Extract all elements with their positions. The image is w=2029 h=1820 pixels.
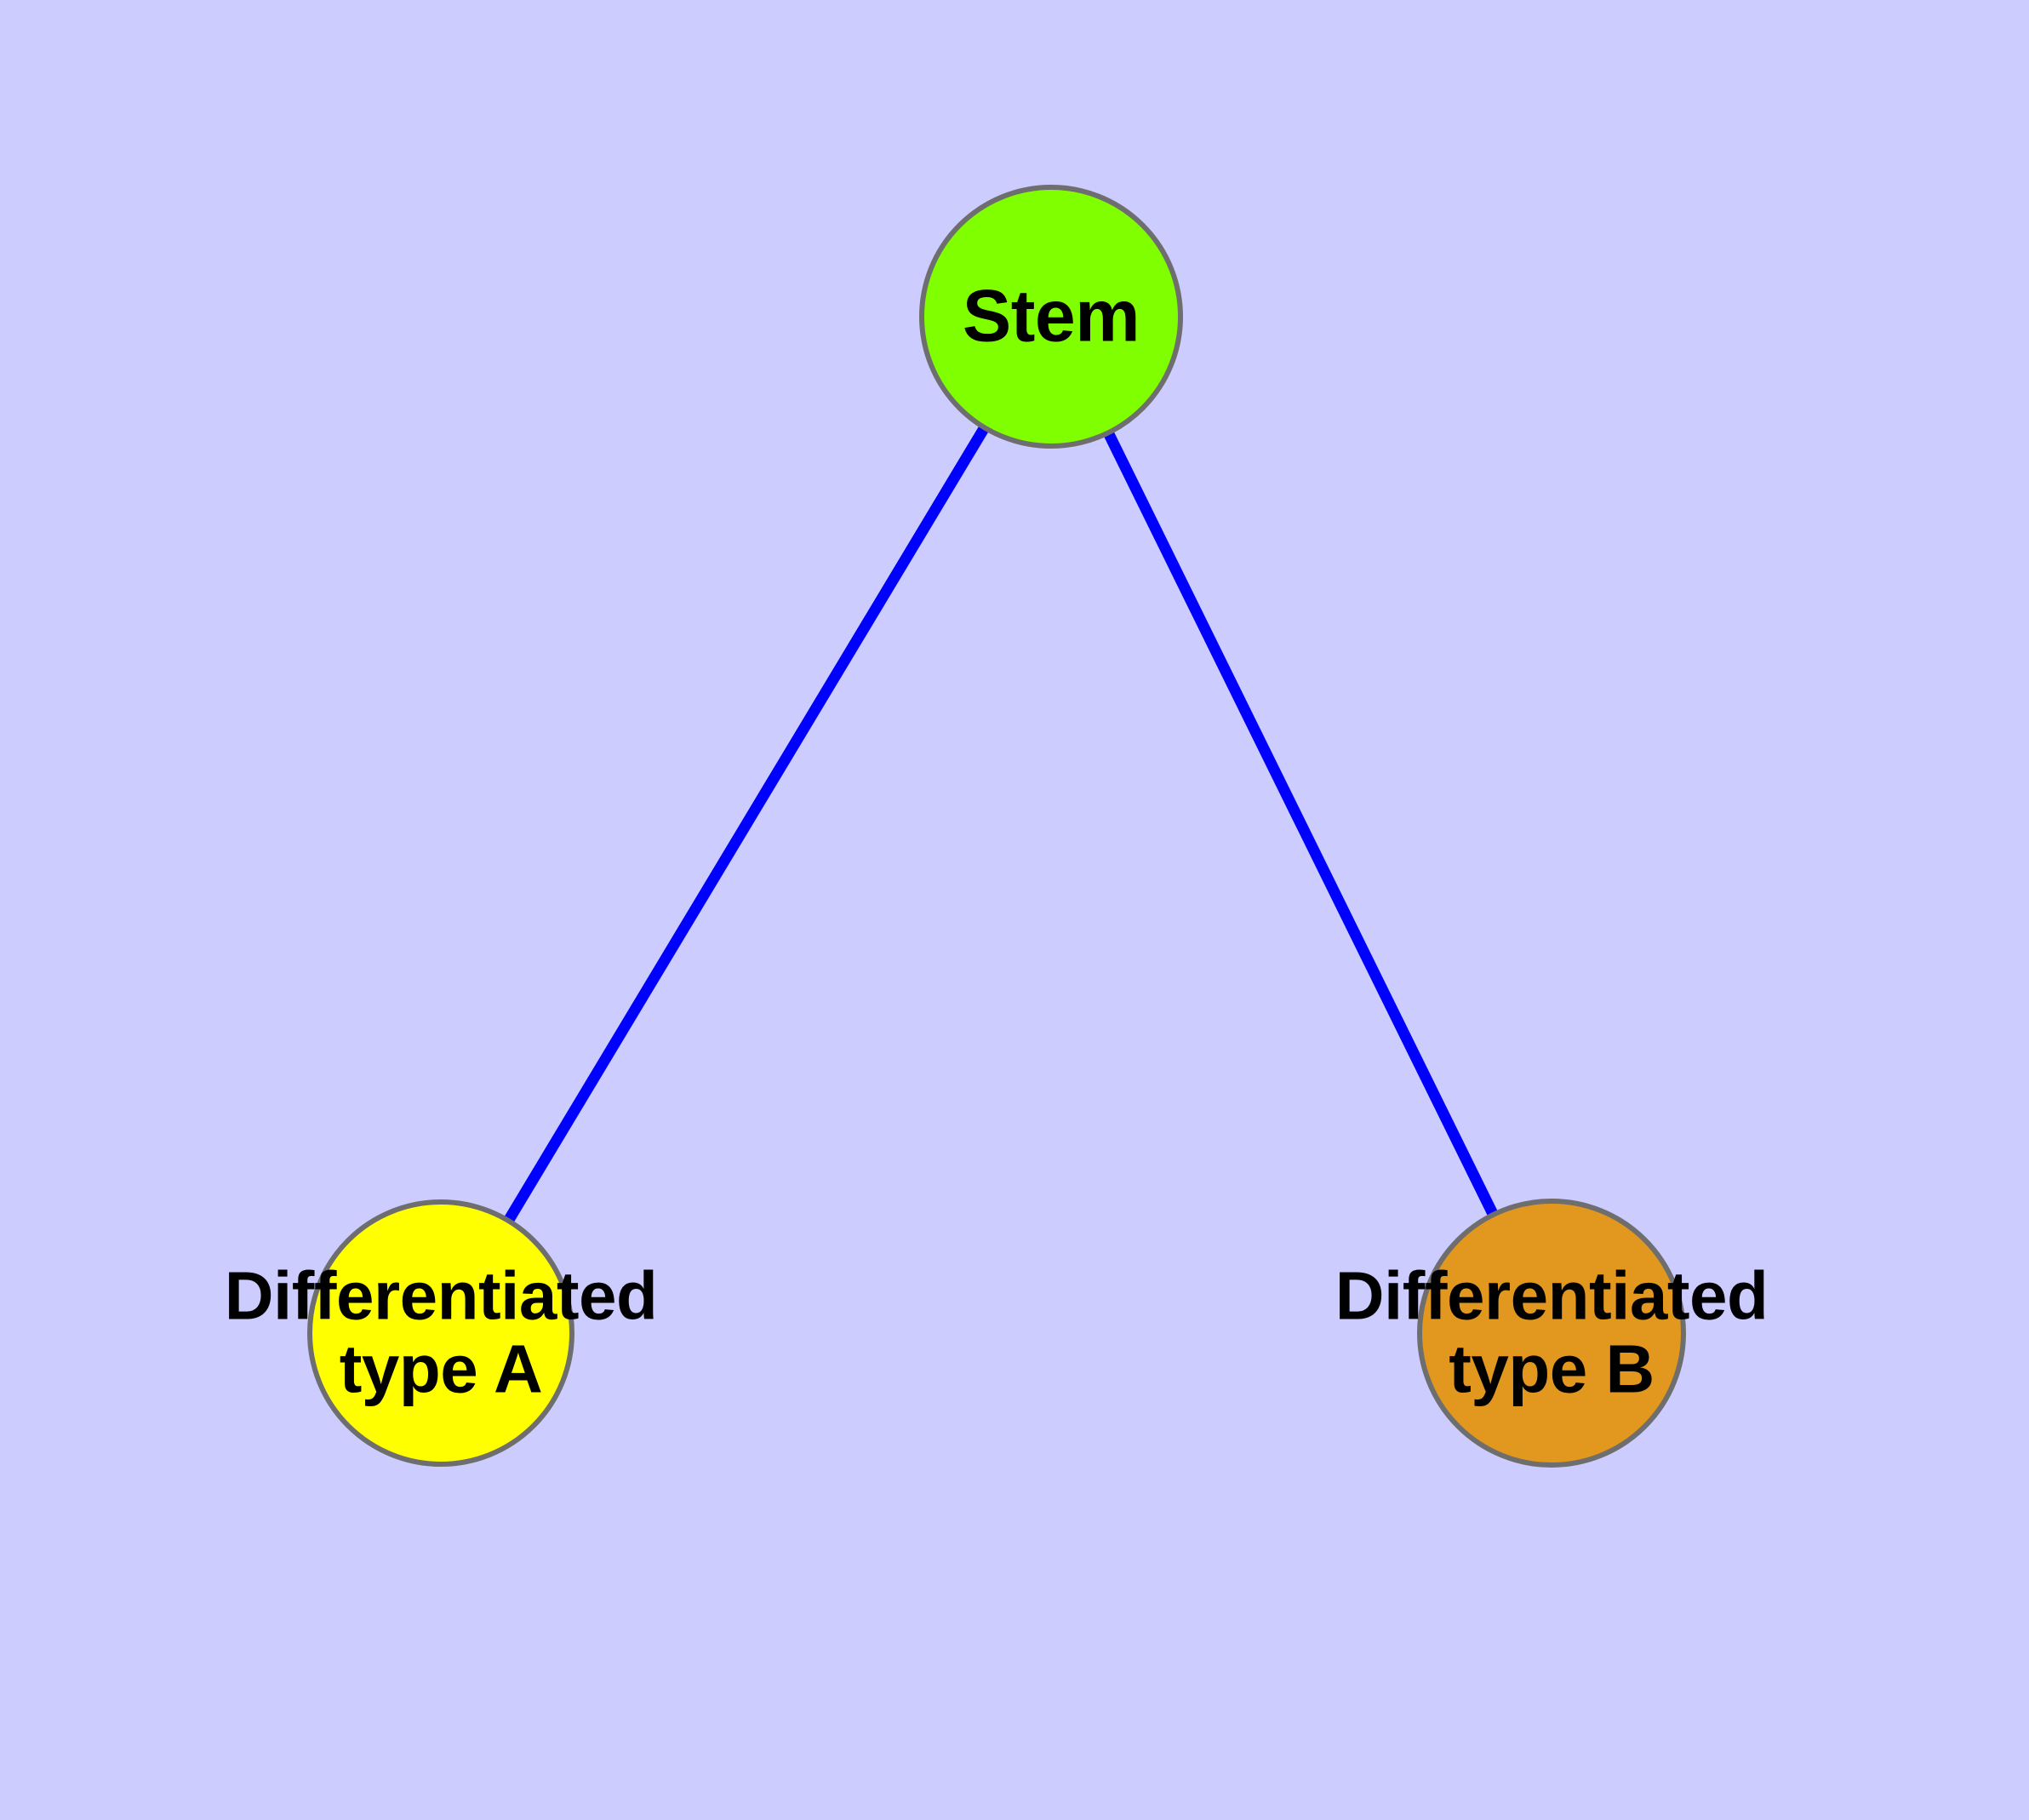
edge-layer (436, 313, 1557, 1336)
graph-edge-stem-to-diff_b (1046, 314, 1557, 1336)
graph-edge-stem-to-diff_a (436, 313, 1056, 1336)
graph-node-diff_a[interactable] (307, 1199, 574, 1467)
graph-node-diff_b[interactable] (1417, 1199, 1686, 1468)
graph-node-stem[interactable] (919, 185, 1183, 449)
node-layer (307, 185, 1686, 1468)
